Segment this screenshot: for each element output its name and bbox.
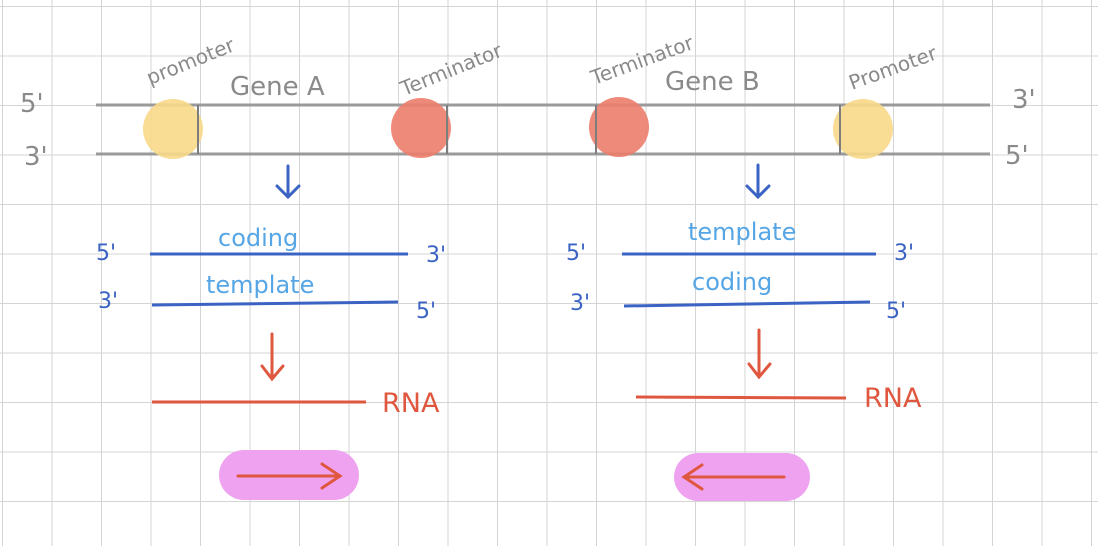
gene-b-bottom-5-label: 5' <box>886 299 906 324</box>
gene-a-bottom-5-label: 5' <box>416 299 436 324</box>
dna-right-top-end: 3' <box>1012 85 1036 115</box>
gene-a-transcription-arrow <box>260 332 285 382</box>
gene-b-rna-label: RNA <box>864 383 922 414</box>
promoter-a-marker <box>143 99 203 159</box>
dna-right-bottom-end: 5' <box>1005 141 1029 171</box>
gene-a-direction-arrow <box>236 462 343 490</box>
gene-b-bottom-3-label: 3' <box>570 291 590 316</box>
promoter-a-label: promoter <box>143 32 239 89</box>
gene-b-top-3-label: 3' <box>894 241 914 266</box>
dna-left-top-end: 5' <box>20 89 44 119</box>
promoter-b-label: Promoter <box>846 40 941 94</box>
gene-a-template-strand <box>151 300 399 307</box>
terminator-a-label: Terminator <box>396 38 506 101</box>
dna-left-bottom-end: 3' <box>24 142 48 172</box>
gene-b-down-arrow <box>745 163 771 200</box>
gene-a-top-5-label: 5' <box>96 241 116 266</box>
gene-a-bottom-3-label: 3' <box>98 289 118 314</box>
gene-b-coding-strand <box>623 300 871 308</box>
gene-b-rna-strand <box>635 395 847 400</box>
gene-a-coding-label: coding <box>218 224 298 252</box>
terminator-b-marker <box>589 97 649 157</box>
gene-a-rna-label: RNA <box>382 388 440 419</box>
gene-b-label: Gene B <box>665 67 760 97</box>
gene-b-coding-label: coding <box>692 268 772 296</box>
gene-a-down-arrow <box>275 164 301 200</box>
gene-a-label: Gene A <box>230 72 325 102</box>
gene-b-transcription-arrow <box>747 328 772 380</box>
terminator-a-marker <box>391 98 451 158</box>
gene-b-direction-arrow <box>681 463 786 491</box>
gene-a-template-label: template <box>206 271 314 299</box>
gene-b-template-label: template <box>688 218 796 246</box>
promoter-b-marker <box>833 99 893 159</box>
gene-b-top-5-label: 5' <box>566 241 586 266</box>
gene-a-top-3-label: 3' <box>426 243 446 268</box>
